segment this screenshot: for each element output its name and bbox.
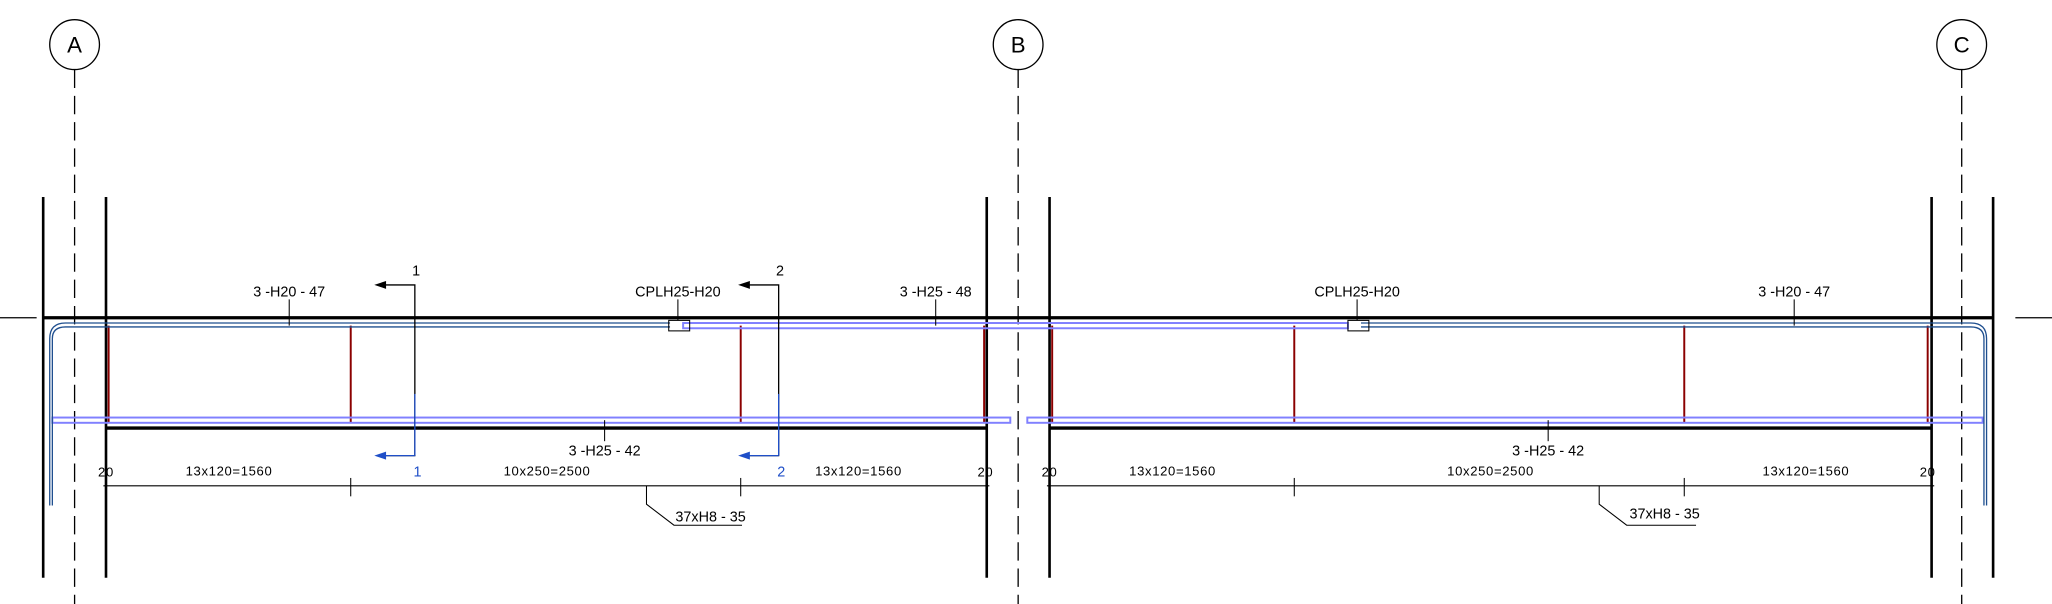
dimension-text: 10x250=2500 — [1447, 463, 1534, 478]
section-label-top: 2 — [776, 264, 784, 280]
dimension-text: 20 — [98, 465, 114, 480]
rebar-tag-bottom: 3 -H25 - 42 — [1512, 444, 1584, 460]
section-label-top: 1 — [412, 264, 420, 280]
rebar-tag-top-right: 3 -H25 - 48 — [900, 285, 972, 301]
section-marker-2[interactable]: 2 2 — [738, 264, 785, 481]
rebar-tag-bottom: 3 -H25 - 42 — [569, 444, 641, 460]
dimension-text: 20 — [1920, 465, 1936, 480]
coupler-tag: CPLH25-H20 — [1314, 285, 1400, 301]
section-marker-1[interactable]: 1 1 — [374, 264, 421, 481]
rebar-tag-top-right: 3 -H20 - 47 — [1758, 285, 1830, 301]
stirrup-tag: 37xH8 - 35 — [675, 509, 745, 525]
dimension-text: 10x250=2500 — [504, 463, 591, 478]
grid-label: C — [1954, 32, 1970, 57]
dimension-text: 13x120=1560 — [815, 463, 902, 478]
coupler-tag: CPLH25-H20 — [635, 285, 721, 301]
rebar-tag-top-left: 3 -H20 - 47 — [253, 285, 325, 301]
grid-label: A — [67, 32, 82, 57]
grid-bubble-a: A — [49, 19, 101, 71]
grid-label: B — [1011, 32, 1026, 57]
section-label-bottom: 2 — [777, 465, 785, 481]
column-outlines — [41, 196, 1995, 578]
stirrups — [107, 325, 1929, 423]
beam-outline — [0, 316, 2052, 430]
tag-leaders — [288, 299, 1795, 526]
dimension-text: 13x120=1560 — [1763, 463, 1850, 478]
stirrup-tag: 37xH8 - 35 — [1629, 507, 1699, 523]
grid-lines — [73, 69, 1963, 604]
dimension-text: 20 — [977, 465, 993, 480]
dimension-text: 13x120=1560 — [186, 463, 273, 478]
dimension-lines — [103, 477, 1935, 497]
dimension-text: 20 — [1042, 465, 1058, 480]
dimension-text: 13x120=1560 — [1129, 463, 1216, 478]
section-label-bottom: 1 — [413, 465, 421, 481]
grid-bubble-b: B — [992, 19, 1044, 71]
coupler-symbols — [668, 319, 1370, 332]
grid-bubble-c: C — [1936, 19, 1988, 71]
